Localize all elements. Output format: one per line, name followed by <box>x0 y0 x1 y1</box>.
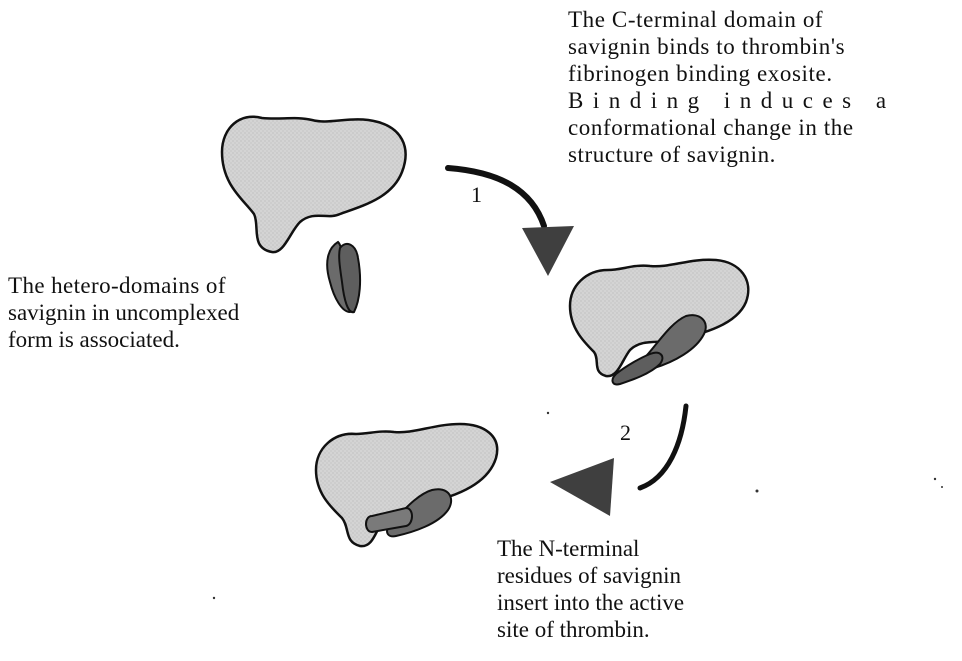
caption-step-2: The N-terminal residues of savignin inse… <box>497 535 727 643</box>
caption-uncomplexed: The hetero-domains of savignin in uncomp… <box>8 272 320 353</box>
step-number-2: 2 <box>620 420 631 446</box>
stage-2-exosite-bound <box>570 260 748 385</box>
caption-step-1: The C-terminal domain of savignin binds … <box>568 6 958 168</box>
arrow-step-1 <box>448 168 574 276</box>
step-number-1: 1 <box>471 182 482 208</box>
thrombin-shape-1 <box>222 117 406 252</box>
arrow-step-2 <box>550 406 686 516</box>
stage-3-active-site-inserted <box>316 424 497 546</box>
